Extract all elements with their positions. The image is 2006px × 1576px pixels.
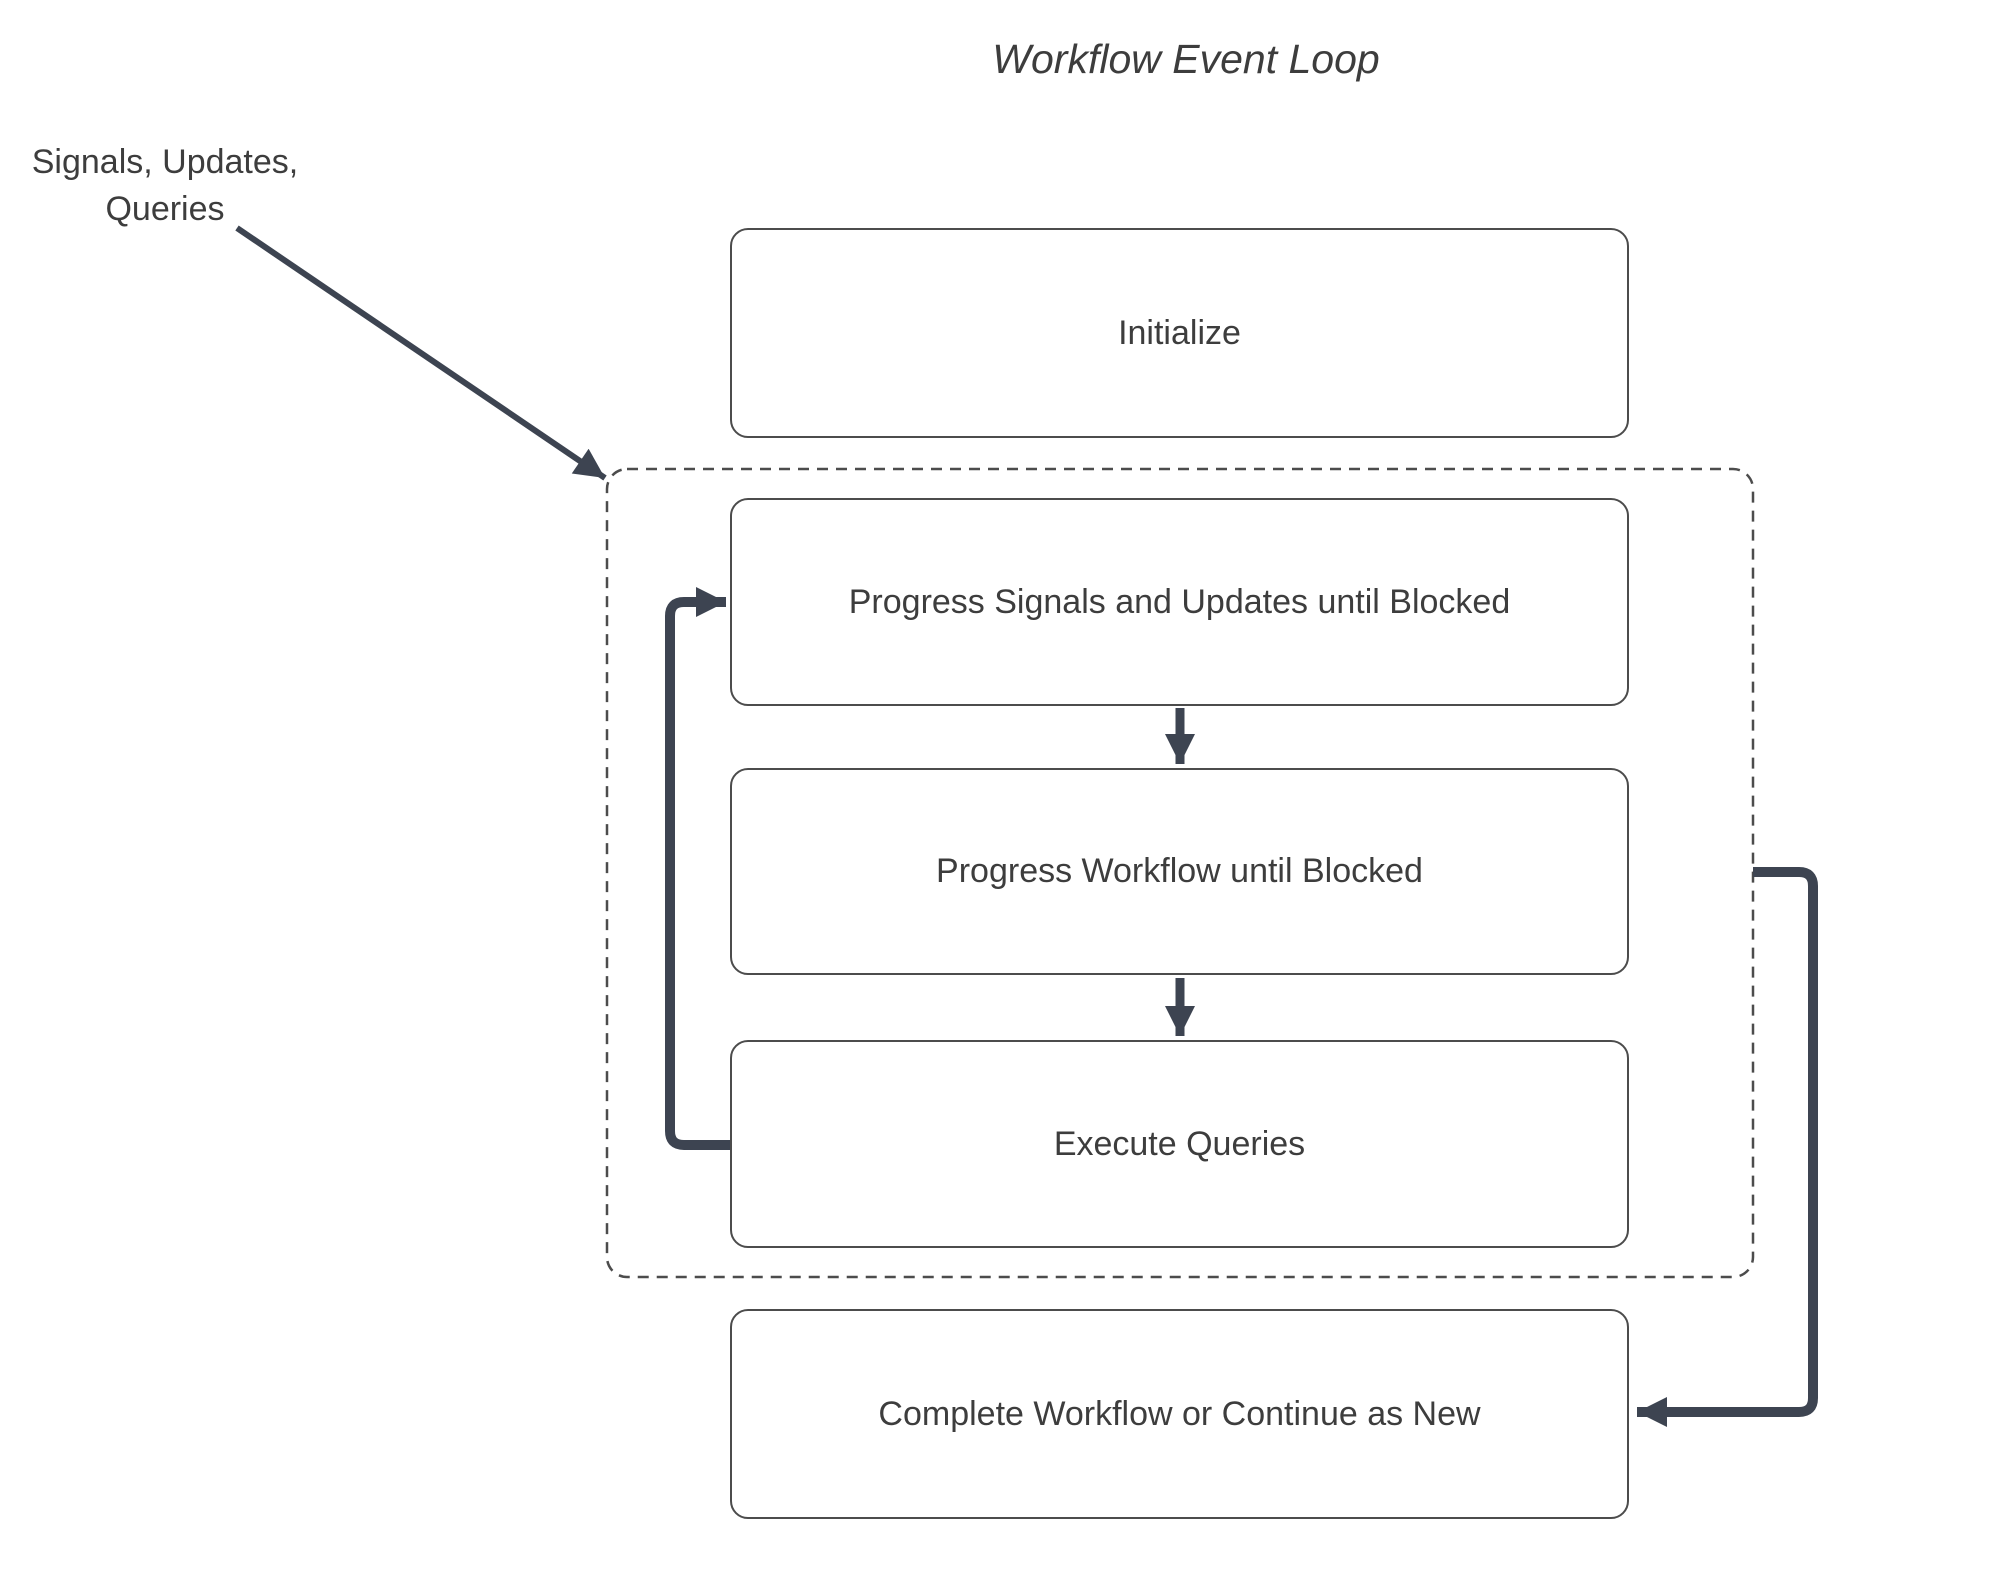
signals-updates-queries-label: Signals, Updates, Queries	[31, 143, 299, 228]
node-execute-queries: Execute Queries	[730, 1040, 1629, 1248]
node-progress-workflow: Progress Workflow until Blocked	[730, 768, 1629, 975]
diagram-title: Workflow Event Loop	[992, 36, 1380, 82]
node-progress-signals-and-updates: Progress Signals and Updates until Block…	[730, 498, 1629, 706]
node-complete-workflow: Complete Workflow or Continue as New	[730, 1309, 1629, 1519]
event-loop-to-complete-arrow	[1637, 867, 1818, 1427]
node-initialize: Initialize	[730, 228, 1629, 438]
queries-loop-back-arrow	[665, 587, 730, 1150]
signals-input-arrow	[235, 225, 607, 481]
